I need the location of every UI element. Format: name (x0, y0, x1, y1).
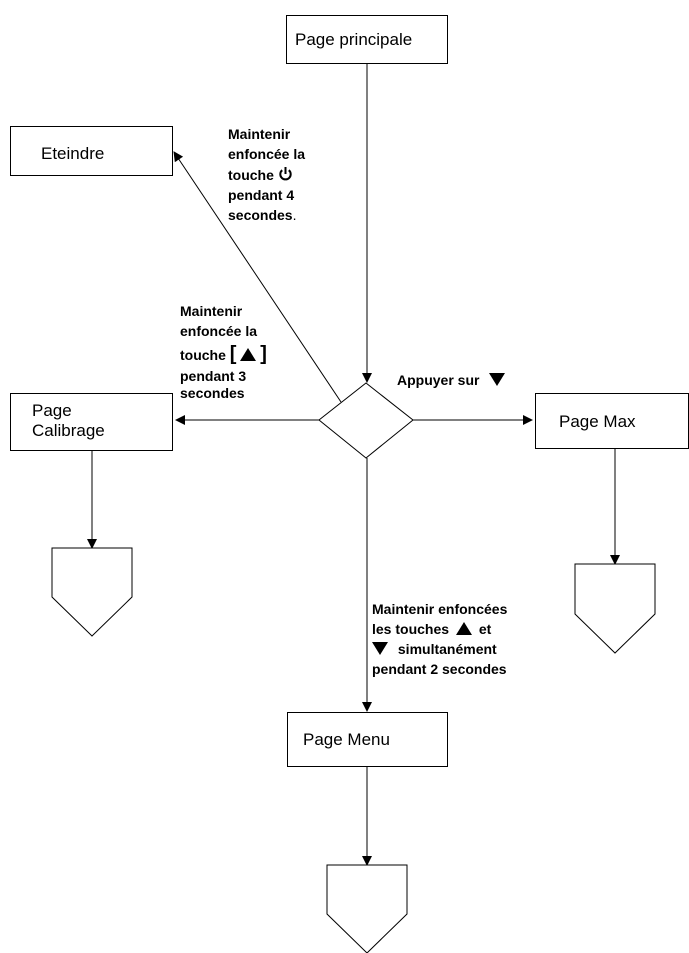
edge-label-calibrage: Maintenir enfoncée la touche [ ] pendant… (180, 301, 267, 402)
edge-label-menu-touches: les touches (372, 621, 450, 637)
node-eteindre: Eteindre (10, 126, 173, 176)
triangle-down-icon (372, 642, 388, 655)
connector-decision-to-eteindre (173, 151, 342, 403)
decision-diamond (318, 382, 414, 459)
edge-label-calibrage-line1: Maintenir (180, 303, 243, 319)
node-page-calibrage: Page Calibrage (10, 393, 173, 451)
edge-label-eteindre-line1: Maintenir (228, 126, 291, 142)
edge-label-menu-line3: simultanément (372, 639, 507, 659)
offpage-connector-menu (326, 864, 408, 953)
edge-label-calibrage-line2: enfoncée la (180, 323, 258, 339)
node-eteindre-label: Eteindre (41, 144, 105, 163)
edge-label-eteindre-secondes: secondes (228, 207, 293, 223)
offpage-connector-calibrage (51, 547, 133, 637)
offpage-connector-max (574, 563, 656, 654)
node-page-calibrage-label-line2: Calibrage (32, 421, 105, 440)
node-page-principale-label: Page principale (295, 30, 413, 49)
edge-label-eteindre-line3: touche (228, 164, 305, 185)
edge-label-eteindre-period: . (292, 207, 297, 223)
triangle-down-icon (489, 373, 506, 386)
node-page-principale: Page principale (286, 15, 448, 64)
edge-label-menu-line2: les touches et (372, 619, 507, 639)
edge-label-eteindre-touche: touche (228, 167, 274, 183)
edge-label-menu-line4: pendant 2 secondes (372, 661, 507, 677)
node-page-calibrage-label-line1: Page (32, 401, 72, 420)
edge-label-eteindre-line5: secondes. (228, 205, 305, 225)
node-page-max-label: Page Max (559, 412, 636, 431)
node-page-menu-label: Page Menu (303, 730, 390, 749)
edge-label-menu: Maintenir enfoncées les touches et simul… (372, 599, 507, 679)
power-icon (278, 164, 293, 184)
triangle-up-icon (455, 622, 472, 635)
edge-label-max: Appuyer sur (397, 370, 506, 390)
edge-label-eteindre: Maintenir enfoncée la touche pendant 4 s… (228, 124, 305, 225)
edge-label-menu-simultanement: simultanément (397, 641, 497, 657)
edge-label-menu-line1: Maintenir enfoncées (372, 601, 508, 617)
edge-label-max-text: Appuyer sur (397, 372, 480, 388)
edge-label-calibrage-line4: pendant 3 (180, 368, 247, 384)
edge-label-calibrage-bracket-close: ] (260, 343, 267, 365)
edge-label-menu-et: et (478, 621, 492, 637)
edge-label-calibrage-touche: touche (180, 347, 226, 363)
edge-label-calibrage-bracket-open: [ (229, 343, 237, 365)
node-page-max: Page Max (535, 393, 689, 449)
edge-label-eteindre-line4: pendant 4 (228, 187, 295, 203)
node-page-menu: Page Menu (287, 712, 448, 767)
edge-label-calibrage-line3: touche [ ] (180, 341, 267, 368)
edge-label-calibrage-line5: secondes (180, 385, 245, 401)
triangle-up-icon (240, 348, 257, 361)
edge-label-eteindre-line2: enfoncée la (228, 146, 306, 162)
